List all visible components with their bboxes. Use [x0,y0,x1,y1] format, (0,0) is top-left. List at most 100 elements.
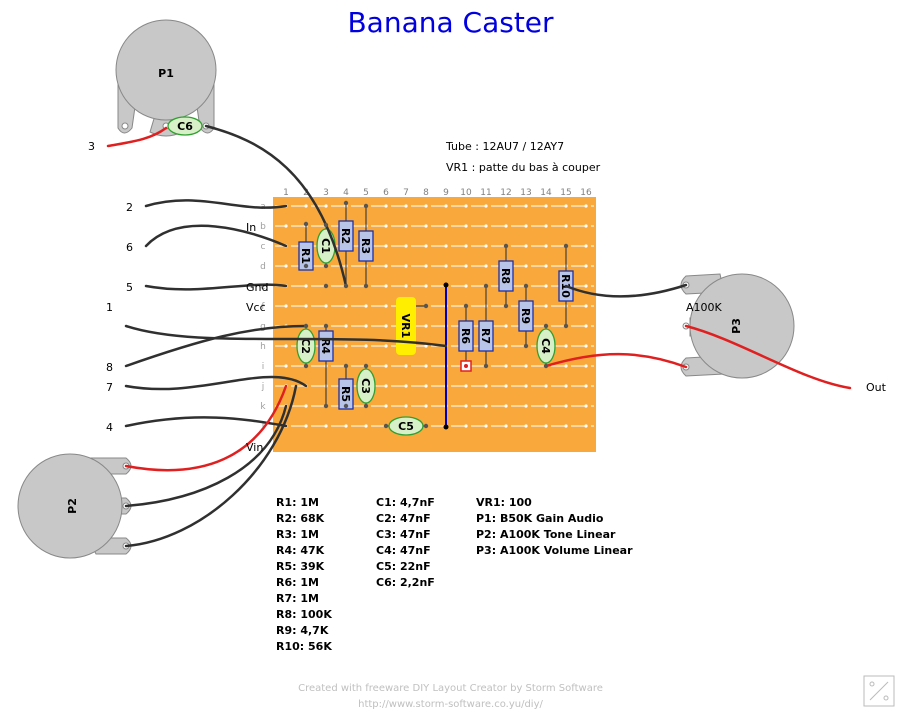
pot-p1[interactable]: P1 [115,19,217,137]
capacitor-c2[interactable]: C2 [296,328,316,364]
resistor-label: R8 [499,268,512,284]
board-hole [424,204,428,208]
board-hole [564,204,568,208]
capacitor-c3[interactable]: C3 [356,368,376,404]
solder-point [363,283,369,289]
capacitor-c1[interactable]: C1 [316,228,336,264]
bom-resistor-item: R4: 47K [276,544,325,557]
footer-line1: Created with freeware DIY Layout Creator… [298,683,603,694]
column-number: 10 [460,188,472,198]
resistor-r4[interactable]: R4 [318,330,334,362]
resistor-r9[interactable]: R9 [518,300,534,332]
board-hole [524,384,528,388]
board-hole [584,264,588,268]
board-hole [564,424,568,428]
board-hole [404,264,408,268]
capacitor-c6[interactable]: C6 [167,116,203,136]
bom-other-item: VR1: 100 [476,496,532,509]
column-number: 13 [520,188,531,198]
resistor-r3[interactable]: R3 [358,230,374,262]
resistor-r6[interactable]: R6 [458,320,474,352]
column-number: 4 [343,188,349,198]
column-number: 7 [403,188,409,198]
board-hole [504,364,508,368]
board-hole [584,204,588,208]
resistor-label: R4 [319,338,332,354]
column-number: 9 [443,188,449,198]
solder-point [563,243,569,249]
pot-p3[interactable]: P3 [680,273,795,379]
bom-capacitor-item: C3: 47nF [376,528,431,541]
pot-p1-label: P1 [158,67,174,80]
board-hole [344,344,348,348]
vr1-label: VR1 [399,314,412,339]
board-hole [284,364,288,368]
board-hole [304,204,308,208]
board-hole [284,344,288,348]
board-hole [544,404,548,408]
board-hole [344,424,348,428]
solder-point [483,283,489,289]
bom-other-item: P3: A100K Volume Linear [476,544,633,557]
wire-number: 2 [126,201,133,214]
pot-p2[interactable]: P2 [17,453,132,559]
resistor-r8[interactable]: R8 [498,260,514,292]
board-hole [384,204,388,208]
board-hole [544,424,548,428]
wire-number: 7 [106,381,113,394]
solder-point [563,323,569,329]
board-hole [364,424,368,428]
board-hole [424,364,428,368]
bom-resistor-item: R7: 1M [276,592,319,605]
board-hole [424,264,428,268]
solder-point [483,363,489,369]
board-hole [424,324,428,328]
resistor-label: R6 [459,328,472,344]
board-hole [584,424,588,428]
row-letter: d [260,262,266,272]
row-letter: e [260,282,266,292]
resistor-label: R2 [339,228,352,244]
wire-number: 5 [126,281,133,294]
capacitor-label: C4 [539,338,552,354]
bom-resistor-item: R9: 4,7K [276,624,329,637]
solder-point [463,303,469,309]
bom-capacitor-item: C1: 4,7nF [376,496,435,509]
column-number: 8 [423,188,429,198]
board-hole [524,244,528,248]
label-vcc: Vcc [246,301,266,314]
board-hole [504,344,508,348]
column-number: 14 [540,188,552,198]
board-hole [424,404,428,408]
board-hole [304,304,308,308]
board-hole [404,204,408,208]
resistor-r2[interactable]: R2 [338,220,354,252]
resistor-r7[interactable]: R7 [478,320,494,352]
board-hole [284,264,288,268]
board-hole [404,364,408,368]
board-hole [464,384,468,388]
bom-resistor-item: R6: 1M [276,576,319,589]
vr1-trimmer[interactable]: VR1 [396,297,416,355]
resistor-label: R9 [519,308,532,324]
capacitor-c5[interactable]: C5 [388,416,424,436]
board-hole [564,224,568,228]
resistor-label: R1 [299,248,312,264]
board-hole [364,324,368,328]
capacitor-label: C3 [359,378,372,394]
bom-other-item: P1: B50K Gain Audio [476,512,604,525]
board-hole [464,244,468,248]
bom-capacitor-item: C5: 22nF [376,560,431,573]
board-hole [444,204,448,208]
solder-point [523,283,529,289]
board-hole [524,364,528,368]
board-hole [484,384,488,388]
board-hole [584,244,588,248]
footer-link[interactable]: http://www.storm-software.co.yu/diy/ [358,699,543,710]
resistor-r1[interactable]: R1 [298,241,314,271]
solder-point [363,403,369,409]
capacitor-c4[interactable]: C4 [536,328,556,364]
resistor-r5[interactable]: R5 [338,378,354,410]
